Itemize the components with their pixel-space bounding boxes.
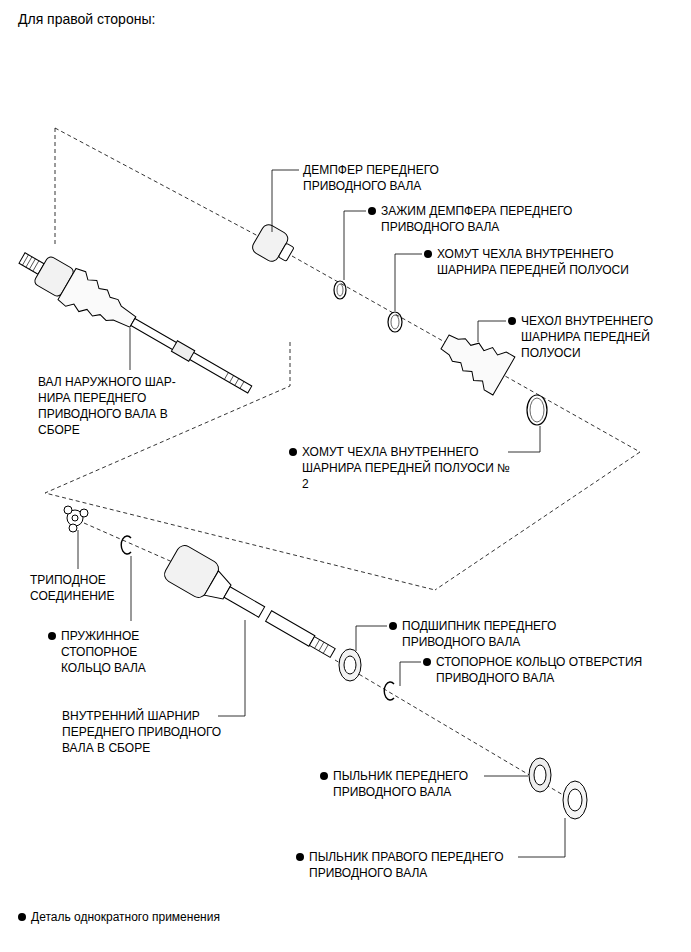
leader-line (344, 211, 366, 280)
dust-seal (534, 765, 546, 785)
dashed-outline (55, 128, 56, 245)
outer-joint-shaft (22, 255, 38, 271)
boot-band (388, 312, 402, 332)
drive-shaft-bearing (339, 649, 361, 681)
damper-clip (334, 281, 346, 299)
part-label: СТОПОРНОЕ КОЛЬЦО ОТВЕРСТИЯ ПРИВОДНОГО ВА… (436, 654, 681, 686)
drive-shaft-bearing (339, 649, 361, 681)
leader-line (218, 620, 245, 716)
legend-text: Деталь однократного применения (31, 909, 220, 925)
tripod-joint (64, 506, 88, 532)
leader-line (508, 426, 540, 452)
leader-line (478, 321, 506, 342)
part-label: ХОМУТ ЧЕХЛА ВНУТРЕННЕГО ШАРНИРА ПЕРЕДНЕЙ… (302, 444, 517, 492)
part-label: ЧЕХОЛ ВНУТРЕННЕГО ШАРНИРА ПЕРЕДНЕЙ ПОЛУО… (521, 313, 681, 361)
boot-band-2 (527, 395, 547, 425)
dust-seal (529, 758, 551, 792)
dashed-outline (292, 256, 640, 452)
single-use-marker (289, 448, 297, 456)
leader-line (272, 170, 299, 232)
outer-joint-shaft (171, 341, 194, 361)
single-use-marker (368, 207, 376, 215)
diagram-title: Для правой стороны: (18, 10, 155, 28)
leader-line (518, 818, 565, 857)
single-use-marker (424, 250, 432, 258)
dashed-outline (55, 128, 258, 236)
boot-band (388, 312, 402, 332)
leader-line (356, 626, 387, 651)
shaft-snap-ring (121, 536, 131, 554)
single-use-marker (18, 207, 516, 921)
part-label: ПОДШИПНИК ПЕРЕДНЕГО ПРИВОДНОГО ВАЛА (402, 618, 582, 650)
inner-joint-boot (434, 323, 515, 395)
inner-joint-assembly (162, 543, 343, 671)
inner-joint-assembly (309, 637, 335, 658)
leader-line (130, 328, 131, 370)
leader-line (484, 776, 528, 777)
single-use-marker (508, 317, 516, 325)
damper-clip (337, 284, 343, 296)
right-dust-seal (563, 781, 587, 819)
drive-shaft-damper (250, 222, 298, 268)
drive-shaft-damper (278, 243, 294, 261)
outer-joint-shaft (224, 373, 244, 389)
leader-line (400, 662, 421, 686)
boot-band (391, 315, 399, 329)
single-use-marker (296, 853, 304, 861)
tripod-joint (80, 509, 88, 517)
boot-band-2 (527, 395, 547, 425)
damper-clip (334, 281, 346, 299)
inner-joint-boot (434, 323, 515, 395)
drive-shaft-bearing (344, 656, 356, 674)
tripod-joint (72, 515, 78, 521)
part-label: ПЫЛЬНИК ПРАВОГО ПЕРЕДНЕГО ПРИВОДНОГО ВАЛ… (309, 849, 544, 881)
leader-line (395, 254, 422, 311)
single-use-marker (18, 913, 26, 921)
single-use-marker (48, 632, 56, 640)
part-label: ХОМУТ ЧЕХЛА ВНУТРЕННЕГО ШАРНИРА ПЕРЕДНЕЙ… (437, 246, 652, 278)
leader-line (78, 530, 79, 569)
inner-joint-assembly (315, 640, 329, 654)
part-label: ПРУЖИННОЕ СТОПОРНОЕ КОЛЬЦО ВАЛА (61, 628, 166, 676)
right-dust-seal (563, 781, 587, 819)
tripod-joint (64, 506, 72, 514)
hole-snap-ring (384, 682, 394, 700)
part-label: ЗАЖИМ ДЕМПФЕРА ПЕРЕДНЕГО ПРИВОДНОГО ВАЛА (381, 203, 616, 235)
boot-band-2 (530, 398, 544, 422)
tripod-joint (69, 524, 77, 532)
single-use-marker (423, 658, 431, 666)
dust-seal (529, 758, 551, 792)
inner-joint-assembly (266, 611, 315, 646)
part-label: ДЕМПФЕР ПЕРЕДНЕГО ПРИВОДНОГО ВАЛА (303, 162, 453, 194)
inner-joint-assembly (224, 587, 265, 617)
dashed-outline (45, 128, 640, 805)
part-label: ВНУТРЕННИЙ ШАРНИР ПЕРЕДНЕГО ПРИВОДНОГО В… (62, 708, 237, 756)
single-use-marker (389, 622, 397, 630)
single-use-marker (320, 772, 328, 780)
leader-line (131, 556, 132, 621)
right-dust-seal (568, 789, 582, 811)
part-label: ПЫЛЬНИК ПЕРЕДНЕГО ПРИВОДНОГО ВАЛА (333, 768, 498, 800)
part-label: ВАЛ НАРУЖНОГО ШАР- НИРА ПЕРЕДНЕГО ПРИВОД… (38, 374, 193, 438)
part-label: ТРИПОДНОЕ СОЕДИНЕНИЕ (30, 572, 130, 604)
